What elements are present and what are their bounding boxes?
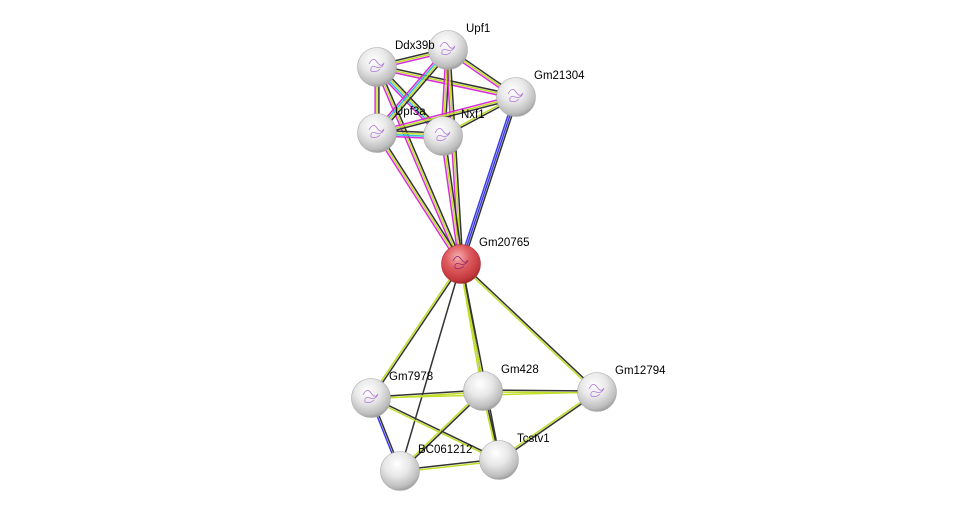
node-label: Upf1 — [466, 23, 490, 35]
protein-structure-icon — [434, 128, 451, 142]
edge-line-black — [461, 263, 501, 460]
edge-Gm20765-Gm7978[interactable] — [369, 263, 463, 399]
protein-structure-icon — [439, 42, 456, 56]
node-Gm428[interactable] — [463, 371, 503, 411]
edge-Gm20765-Gm12794[interactable] — [459, 262, 599, 394]
edge-Gm7978-Tcstv1[interactable] — [370, 396, 500, 462]
edge-line-yellow — [370, 398, 499, 462]
protein-structure-icon — [368, 125, 385, 139]
edge-line-yellow — [376, 132, 462, 265]
node-Gm12794[interactable] — [577, 372, 617, 412]
edge-line-yellow — [459, 264, 597, 394]
edge-line-blue — [458, 96, 515, 264]
edge-line-black — [371, 396, 500, 460]
node-label: Ddx39b — [395, 40, 435, 52]
node-Gm20765[interactable] — [441, 244, 481, 284]
edge-Gm21304-Gm20765[interactable] — [458, 96, 519, 265]
node-sphere[interactable] — [380, 451, 420, 491]
edge-line-yellow — [376, 66, 462, 265]
protein-structure-icon — [588, 384, 605, 398]
node-label: BC061212 — [418, 444, 472, 456]
node-label: Gm428 — [501, 364, 539, 376]
edge-Gm20765-BC061212[interactable] — [399, 263, 462, 472]
edge-line-magenta — [374, 133, 461, 266]
edge-line-black — [399, 263, 462, 472]
node-label: Gm21304 — [534, 70, 585, 82]
edge-line-yellow — [498, 390, 597, 460]
edge-line-yellow — [447, 49, 462, 265]
edge-line-black — [499, 392, 598, 462]
node-Upf1[interactable] — [428, 30, 468, 70]
node-sphere[interactable] — [479, 440, 519, 480]
edge-line-blue — [460, 96, 517, 265]
edge-line-black — [444, 135, 464, 264]
edge-line-magenta — [440, 136, 460, 265]
edge-Upf3a-Gm20765[interactable] — [374, 131, 464, 266]
node-BC061212[interactable] — [380, 451, 420, 491]
edge-line-yellow — [369, 263, 461, 398]
node-label: Upf3a — [395, 106, 426, 118]
node-sphere[interactable] — [463, 371, 503, 411]
edge-line-black — [378, 65, 464, 264]
edge-line-black — [461, 262, 599, 392]
edge-line-magenta — [374, 67, 460, 266]
node-label: Gm20765 — [479, 237, 530, 249]
edge-line-magenta — [376, 94, 516, 132]
node-Nxf1[interactable] — [423, 116, 463, 156]
node-Gm7978[interactable] — [351, 378, 391, 418]
edge-Upf1-Gm20765[interactable] — [445, 49, 464, 265]
edge-line-black — [462, 97, 519, 265]
protein-structure-icon — [507, 89, 524, 103]
protein-structure-icon — [362, 390, 379, 404]
edge-Nxf1-Gm20765[interactable] — [440, 135, 464, 265]
node-label: Tcstv1 — [517, 433, 550, 445]
protein-structure-icon — [368, 59, 385, 73]
protein-structure-icon — [452, 256, 469, 270]
node-Tcstv1[interactable] — [479, 440, 519, 480]
edge-line-yellow — [376, 96, 517, 134]
edge-line-yellow — [442, 135, 462, 265]
edge-line-black — [371, 264, 463, 399]
nodes — [351, 30, 617, 491]
edge-line-black — [449, 49, 464, 264]
node-label: Gm7978 — [389, 371, 433, 383]
edge-Ddx39b-Gm20765[interactable] — [374, 65, 464, 266]
node-Upf3a[interactable] — [357, 113, 397, 153]
node-label: Gm12794 — [615, 365, 666, 377]
edge-line-yellow — [459, 264, 499, 461]
node-Ddx39b[interactable] — [357, 47, 397, 87]
node-label: Nxf1 — [461, 109, 485, 121]
edge-line-black — [377, 131, 464, 264]
edge-line-magenta — [445, 50, 460, 265]
node-Gm21304[interactable] — [496, 77, 536, 117]
edge-Gm12794-Tcstv1[interactable] — [498, 390, 598, 462]
